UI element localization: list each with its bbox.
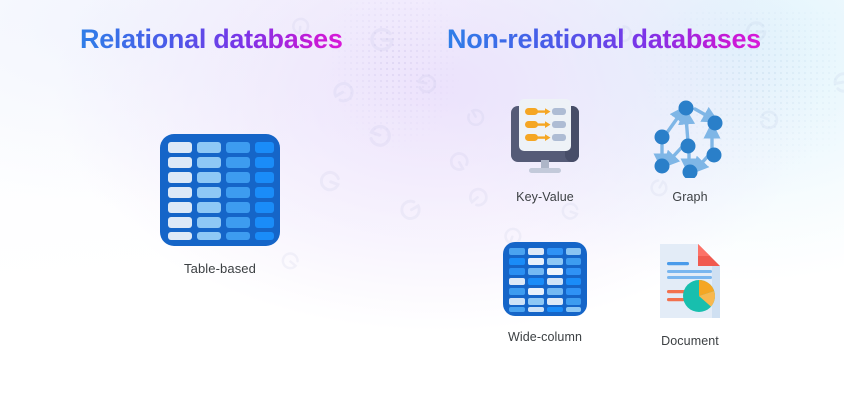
graph-node xyxy=(707,115,723,131)
relational-heading: Relational databases xyxy=(80,24,343,54)
item-label: Wide-column xyxy=(507,330,583,344)
wide-column-grid-icon-wrap xyxy=(470,240,620,318)
document-page-icon-wrap xyxy=(615,240,765,322)
brand-watermark-icon xyxy=(368,24,398,54)
node-graph-icon xyxy=(653,100,723,178)
document-page-icon xyxy=(660,244,720,318)
brand-watermark-icon xyxy=(448,150,472,174)
item-wide-column[interactable]: Wide-column xyxy=(470,240,620,344)
halftone-dots-left xyxy=(330,0,460,150)
wide-column-grid-icon xyxy=(503,242,587,316)
item-label: Document xyxy=(661,334,719,348)
item-graph[interactable]: Graph xyxy=(615,96,765,204)
table-grid-icon-wrap xyxy=(130,132,310,248)
item-document[interactable]: Document xyxy=(615,240,765,348)
graph-node xyxy=(678,100,694,116)
item-key-value[interactable]: Key-Value xyxy=(470,96,620,204)
item-label: Key-Value xyxy=(516,190,574,204)
graph-node xyxy=(654,129,670,145)
brand-watermark-icon xyxy=(414,72,438,96)
graph-node xyxy=(706,147,722,163)
monitor-key-value-icon-wrap xyxy=(470,96,620,178)
brand-watermark-icon xyxy=(318,168,344,194)
graph-node xyxy=(654,158,670,174)
graph-node xyxy=(682,164,698,178)
item-label: Graph xyxy=(672,190,708,204)
monitor-key-value-icon xyxy=(511,99,579,173)
graph-node xyxy=(680,138,696,154)
item-label: Table-based xyxy=(184,261,256,276)
node-graph-icon-wrap xyxy=(615,96,765,178)
table-grid-icon xyxy=(160,134,280,246)
item-table-based[interactable]: Table-based xyxy=(130,132,310,276)
brand-watermark-icon xyxy=(398,196,424,222)
brand-watermark-icon xyxy=(330,80,356,106)
brand-watermark-icon xyxy=(830,70,844,96)
brand-watermark-icon xyxy=(365,122,393,150)
non-relational-heading: Non-relational databases xyxy=(447,24,761,54)
